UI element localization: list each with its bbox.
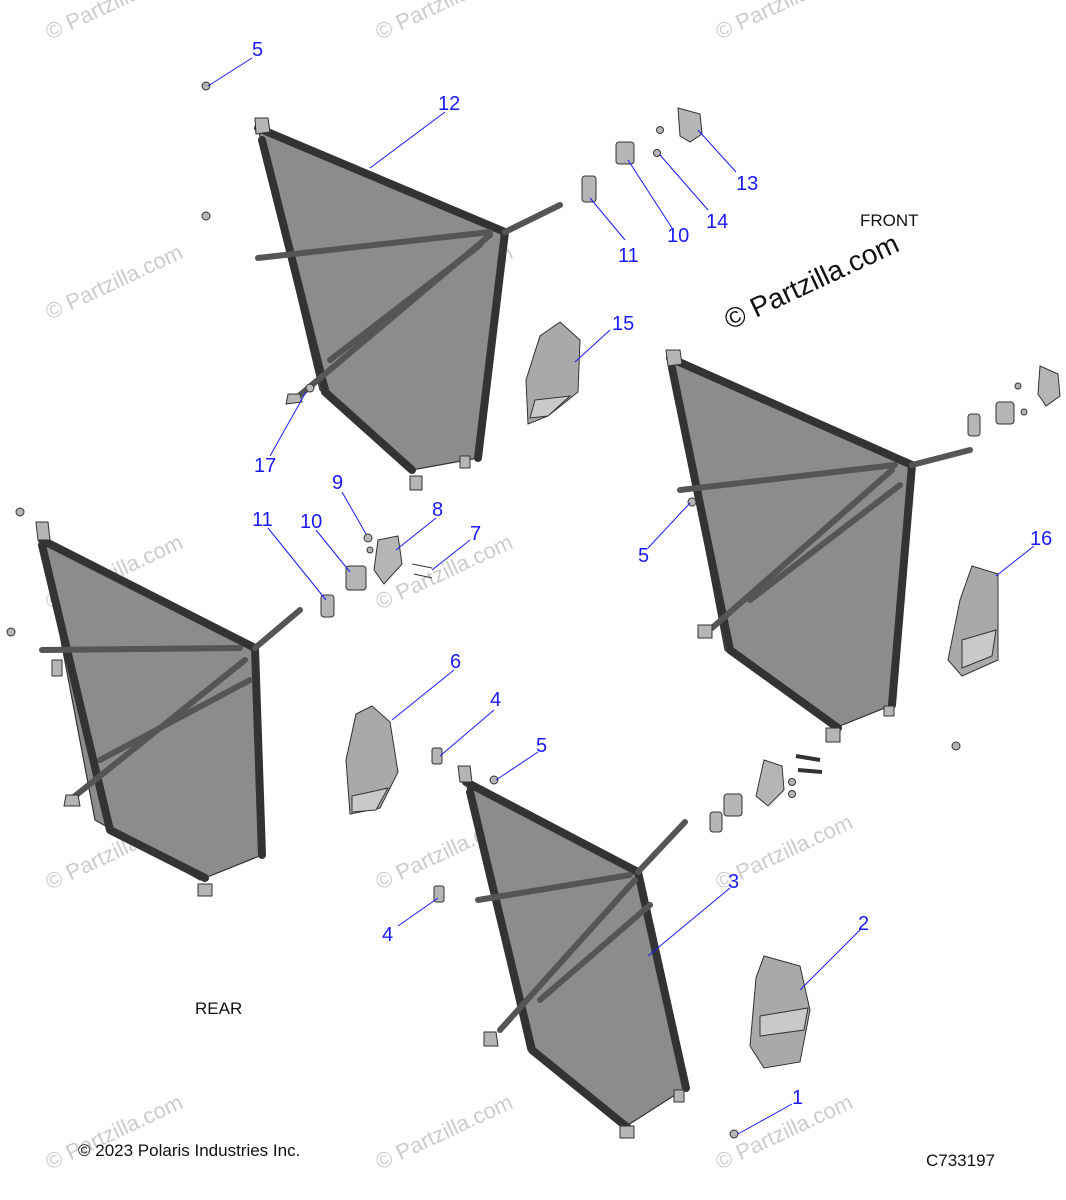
callout-1: 1: [792, 1087, 803, 1109]
callouts: 5 12 13 14 10 11 15 17 9 8 11 10 7 5 16 …: [252, 39, 1052, 1109]
callout-2: 2: [858, 913, 869, 935]
watermark-tile: © Partzilla.com: [712, 0, 857, 45]
callout-14: 14: [706, 211, 728, 233]
callout-10: 10: [667, 225, 689, 247]
callout-6: 6: [450, 651, 461, 673]
front-label: FRONT: [860, 211, 919, 230]
callout-3: 3: [728, 871, 739, 893]
cover-15: [525, 321, 581, 425]
watermark-tile: © Partzilla.com: [42, 0, 187, 45]
callout-8: 8: [432, 499, 443, 521]
drawing-number: C733197: [926, 1151, 995, 1170]
callout-16: 16: [1030, 528, 1052, 550]
hardware-right: [687, 365, 1061, 751]
cover-16: [947, 565, 999, 677]
callout-10b: 10: [300, 511, 322, 533]
watermark-tile: © Partzilla.com: [42, 239, 187, 324]
callout-4: 4: [490, 689, 501, 711]
net-panel-12: [254, 117, 563, 491]
watermark-tile: © Partzilla.com: [42, 1089, 187, 1174]
hardware-top: [201, 81, 703, 393]
leader-lines: [207, 57, 1035, 1135]
callout-4b: 4: [382, 924, 393, 946]
callout-5b: 5: [638, 545, 649, 567]
rear-label: REAR: [195, 999, 242, 1018]
hardware-lower: [431, 747, 823, 1139]
callout-5c: 5: [536, 735, 547, 757]
net-panel-lower-left: [35, 521, 303, 897]
callout-9: 9: [332, 472, 343, 494]
watermark-tile: © Partzilla.com: [372, 1089, 517, 1174]
copyright-text: © 2023 Polaris Industries Inc.: [78, 1141, 300, 1160]
net-panel-3: [457, 765, 690, 1139]
cover-2: [749, 955, 811, 1069]
net-panel-right: [665, 349, 973, 743]
callout-11b: 11: [252, 509, 273, 531]
callout-11: 11: [618, 245, 639, 267]
callout-12: 12: [438, 93, 460, 115]
callout-5: 5: [252, 39, 263, 61]
callout-17: 17: [254, 455, 276, 477]
cover-6: [345, 705, 399, 815]
callout-15: 15: [612, 313, 634, 335]
hardware-mid: [6, 507, 433, 637]
callout-13: 13: [736, 173, 758, 195]
callout-7: 7: [470, 523, 481, 545]
watermark-tile: © Partzilla.com: [372, 0, 517, 45]
watermark-center: © Partzilla.com: [719, 228, 903, 336]
